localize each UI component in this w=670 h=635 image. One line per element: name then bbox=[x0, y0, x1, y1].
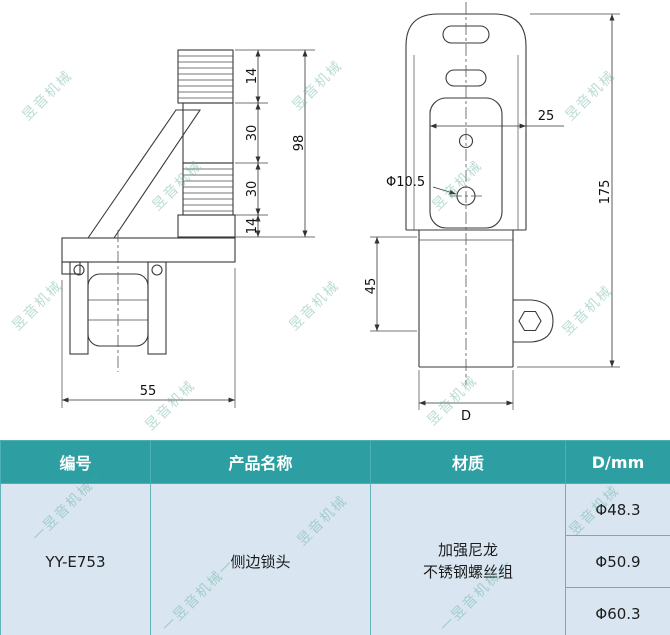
cell-d-value-2: Φ50.9 bbox=[565, 535, 670, 588]
header-code: 编号 bbox=[0, 440, 151, 484]
header-d-mm: D/mm bbox=[565, 440, 670, 484]
cell-d-value-3: Φ60.3 bbox=[565, 587, 670, 635]
table-row: YY-E753 侧边锁头 加强尼龙 不锈钢螺丝组 Φ48.3 bbox=[0, 483, 670, 635]
dim-175: 175 bbox=[598, 180, 613, 205]
left-view: 14 30 98 30 14 55 bbox=[61, 49, 315, 408]
drawing-svg: 14 30 98 30 14 55 bbox=[61, 2, 620, 424]
cell-product-name: 侧边锁头 bbox=[150, 483, 371, 635]
cell-code: YY-E753 bbox=[0, 483, 151, 635]
dim-14-bottom: 14 bbox=[245, 218, 260, 235]
spec-table: 编号 产品名称 材质 D/mm YY-E753 侧边锁头 加强尼龙 不锈钢螺丝组… bbox=[0, 440, 670, 635]
table-header-row: 编号 产品名称 材质 D/mm bbox=[0, 440, 670, 484]
material-line-1: 加强尼龙 bbox=[437, 540, 498, 559]
dim-30-bottom: 30 bbox=[245, 181, 260, 198]
dim-D: D bbox=[461, 409, 471, 424]
header-material: 材质 bbox=[370, 440, 566, 484]
right-view: Φ10.5 25 175 45 bbox=[364, 2, 620, 424]
cell-material: 加强尼龙 不锈钢螺丝组 bbox=[370, 483, 566, 635]
dim-45: 45 bbox=[364, 278, 379, 295]
material-line-2: 不锈钢螺丝组 bbox=[422, 562, 513, 581]
dim-hole-dia: Φ10.5 bbox=[386, 175, 425, 190]
dim-30-top: 30 bbox=[245, 125, 260, 142]
header-product-name: 产品名称 bbox=[150, 440, 371, 484]
dim-98: 98 bbox=[292, 135, 307, 152]
table-row: Φ50.9 bbox=[1, 535, 670, 588]
cell-d-value-1: Φ48.3 bbox=[565, 483, 670, 536]
dim-55: 55 bbox=[140, 384, 157, 399]
dim-25: 25 bbox=[538, 109, 555, 124]
dim-14-top: 14 bbox=[245, 68, 260, 85]
technical-drawing: 14 30 98 30 14 55 bbox=[61, 2, 620, 424]
table-row: Φ60.3 bbox=[1, 587, 670, 635]
